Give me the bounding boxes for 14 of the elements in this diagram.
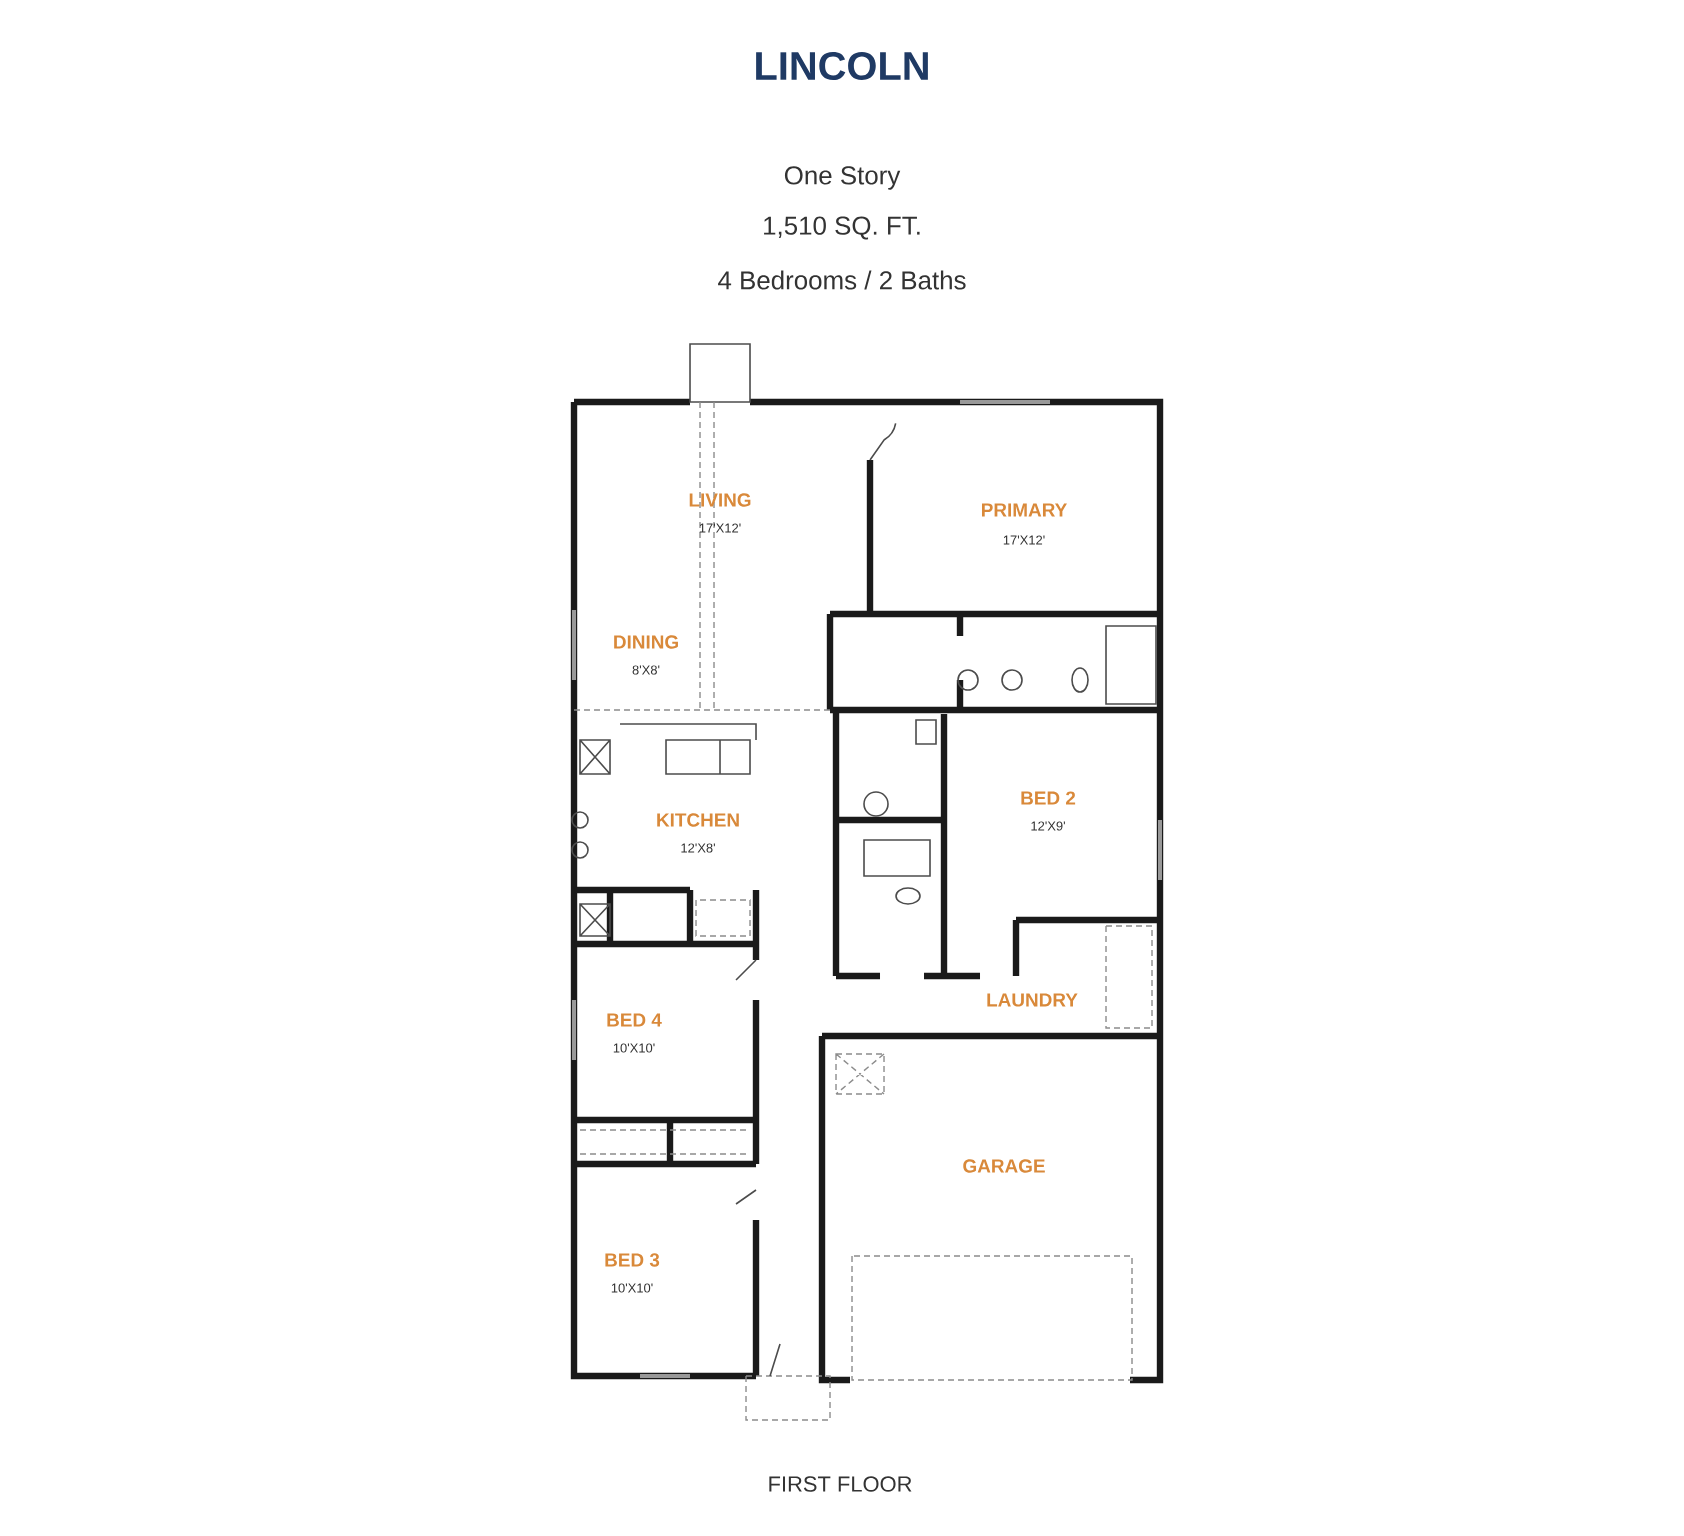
room-name: PRIMARY <box>982 503 1067 517</box>
plan-summary: One Story <box>784 166 901 190</box>
room-name: LAUNDRY <box>987 993 1078 1007</box>
plan-summary: 4 Bedrooms / 2 Baths <box>718 270 966 290</box>
room-name: KITCHEN <box>657 813 739 827</box>
room-name: BED 4 <box>607 1013 662 1027</box>
room-name: LIVING <box>689 493 751 507</box>
plan-summary: 1,510 SQ. FT. <box>764 216 920 240</box>
room-name: BED 2 <box>1021 791 1076 805</box>
title: LINCOLN <box>756 51 928 81</box>
room-name: BED 3 <box>605 1253 660 1267</box>
caption: FIRST FLOOR <box>769 1476 912 1492</box>
room-name: DINING <box>614 635 678 649</box>
room-name: GARAGE <box>963 1159 1045 1173</box>
